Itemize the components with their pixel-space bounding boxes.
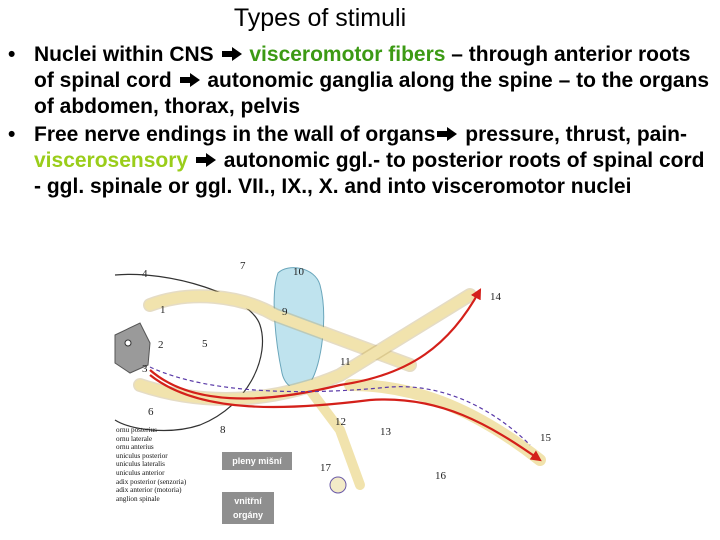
legend-item: uniculus posterior bbox=[116, 451, 168, 460]
lower-branch bbox=[344, 379, 546, 466]
bullet2-text-a: Free nerve endings in the wall of organs bbox=[34, 123, 436, 146]
label-13: 13 bbox=[380, 426, 392, 438]
box-pleny-misni: pleny mišní bbox=[222, 452, 292, 470]
label-15: 15 bbox=[540, 432, 552, 444]
label-9: 9 bbox=[282, 306, 288, 318]
box-vnitrni-organy: vnitřní orgány bbox=[222, 492, 274, 524]
spinal-cord-diagram: 4 7 10 1 9 2 5 3 11 6 12 8 13 14 15 16 1… bbox=[114, 260, 552, 494]
label-6: 6 bbox=[148, 406, 154, 418]
diagram-legend: ornu posterius ornu laterale ornu anteri… bbox=[116, 426, 186, 503]
legend-item: uniculus lateralis bbox=[116, 460, 165, 469]
box-vnitrni-line-2: orgány bbox=[232, 510, 263, 520]
bullet2-text-c: viscerosensory bbox=[34, 149, 189, 172]
visceromotor-fiber-1 bbox=[149, 288, 482, 400]
label-17: 17 bbox=[320, 462, 332, 474]
legend-item: ornu anterius bbox=[116, 443, 154, 452]
legend-item: ornu posterius bbox=[116, 426, 157, 434]
spinal-cord-gray-matter bbox=[114, 322, 151, 374]
bullet-item-2: • Free nerve endings in the wall of orga… bbox=[8, 122, 716, 200]
label-12: 12 bbox=[335, 416, 346, 428]
bullet1-text-d: autonomic ganglia along the spine – to t… bbox=[34, 69, 710, 118]
label-5: 5 bbox=[202, 338, 208, 350]
label-1: 1 bbox=[160, 304, 166, 316]
visceromotor-fiber-2 bbox=[149, 374, 542, 462]
arrow-right-icon bbox=[179, 73, 200, 87]
label-8: 8 bbox=[220, 424, 226, 436]
arrow-right-icon bbox=[195, 153, 216, 167]
slide-title: Types of stimuli bbox=[233, 4, 407, 32]
bullet1-text-b: visceromotor fibers bbox=[249, 43, 446, 66]
label-14: 14 bbox=[490, 291, 502, 303]
central-canal bbox=[124, 339, 132, 347]
bullet1-text-c: – through anterior roots of spinal cord bbox=[34, 43, 691, 92]
bullet-item-1: • Nuclei within CNS visceromotor fibers … bbox=[8, 42, 716, 120]
legend-item: anglion spinale bbox=[116, 494, 160, 503]
label-10: 10 bbox=[293, 266, 305, 278]
arrow-right-icon bbox=[221, 47, 242, 61]
label-7: 7 bbox=[240, 260, 246, 272]
bullet-dot: • bbox=[8, 123, 16, 146]
bullet2-text-b: pressure, thrust, pain- bbox=[465, 123, 687, 146]
label-16: 16 bbox=[435, 470, 447, 482]
viscerosensory-fiber bbox=[149, 366, 531, 446]
legend-item: adix posterior (senzoria) bbox=[116, 477, 187, 486]
legend-item: uniculus anterior bbox=[116, 468, 165, 477]
label-3: 3 bbox=[142, 363, 148, 375]
bullet2-text-d: autonomic ggl.- to posterior roots of sp… bbox=[34, 149, 705, 198]
arrow-right-icon bbox=[437, 127, 458, 141]
visceral-branch bbox=[305, 385, 365, 490]
bullet-list: • Nuclei within CNS visceromotor fibers … bbox=[8, 42, 716, 202]
label-2: 2 bbox=[158, 339, 164, 351]
organ-ganglion bbox=[329, 476, 347, 494]
posterior-root-fill bbox=[144, 290, 416, 371]
label-11: 11 bbox=[340, 356, 351, 368]
bullet-dot: • bbox=[8, 43, 16, 66]
bullet1-text-a: Nuclei within CNS bbox=[34, 43, 214, 66]
legend-item: ornu laterale bbox=[116, 434, 153, 443]
spinal-cord-outline bbox=[114, 273, 264, 432]
legend-item: adix anterior (motoria) bbox=[116, 486, 182, 495]
label-4: 4 bbox=[142, 268, 148, 280]
box-vnitrni-line-1: vnitřní bbox=[234, 496, 262, 506]
